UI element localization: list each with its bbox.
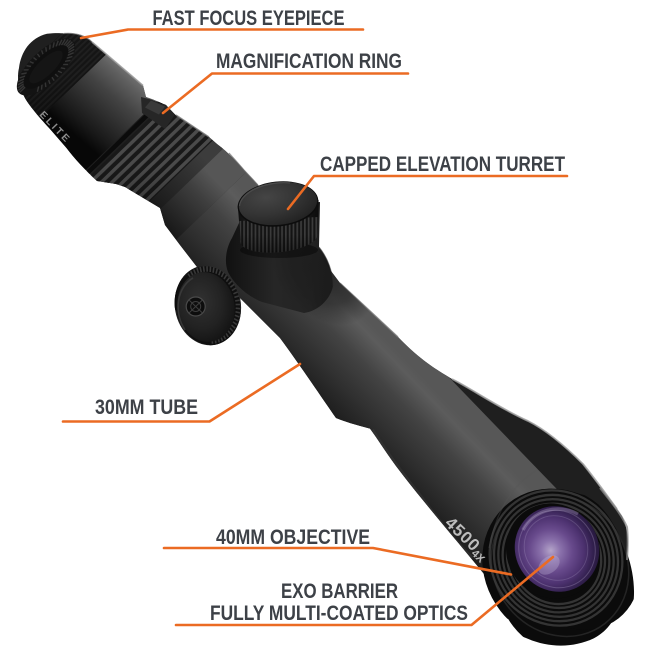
svg-text:FULLY MULTI-COATED OPTICS: FULLY MULTI-COATED OPTICS xyxy=(210,602,468,625)
svg-text:FAST FOCUS EYEPIECE: FAST FOCUS EYEPIECE xyxy=(153,7,345,30)
svg-text:EXO BARRIER: EXO BARRIER xyxy=(281,580,398,603)
svg-text:CAPPED ELEVATION TURRET: CAPPED ELEVATION TURRET xyxy=(320,153,565,176)
svg-text:40MM OBJECTIVE: 40MM OBJECTIVE xyxy=(216,526,370,549)
svg-text:MAGNIFICATION RING: MAGNIFICATION RING xyxy=(216,50,402,73)
svg-text:30MM TUBE: 30MM TUBE xyxy=(95,396,198,419)
